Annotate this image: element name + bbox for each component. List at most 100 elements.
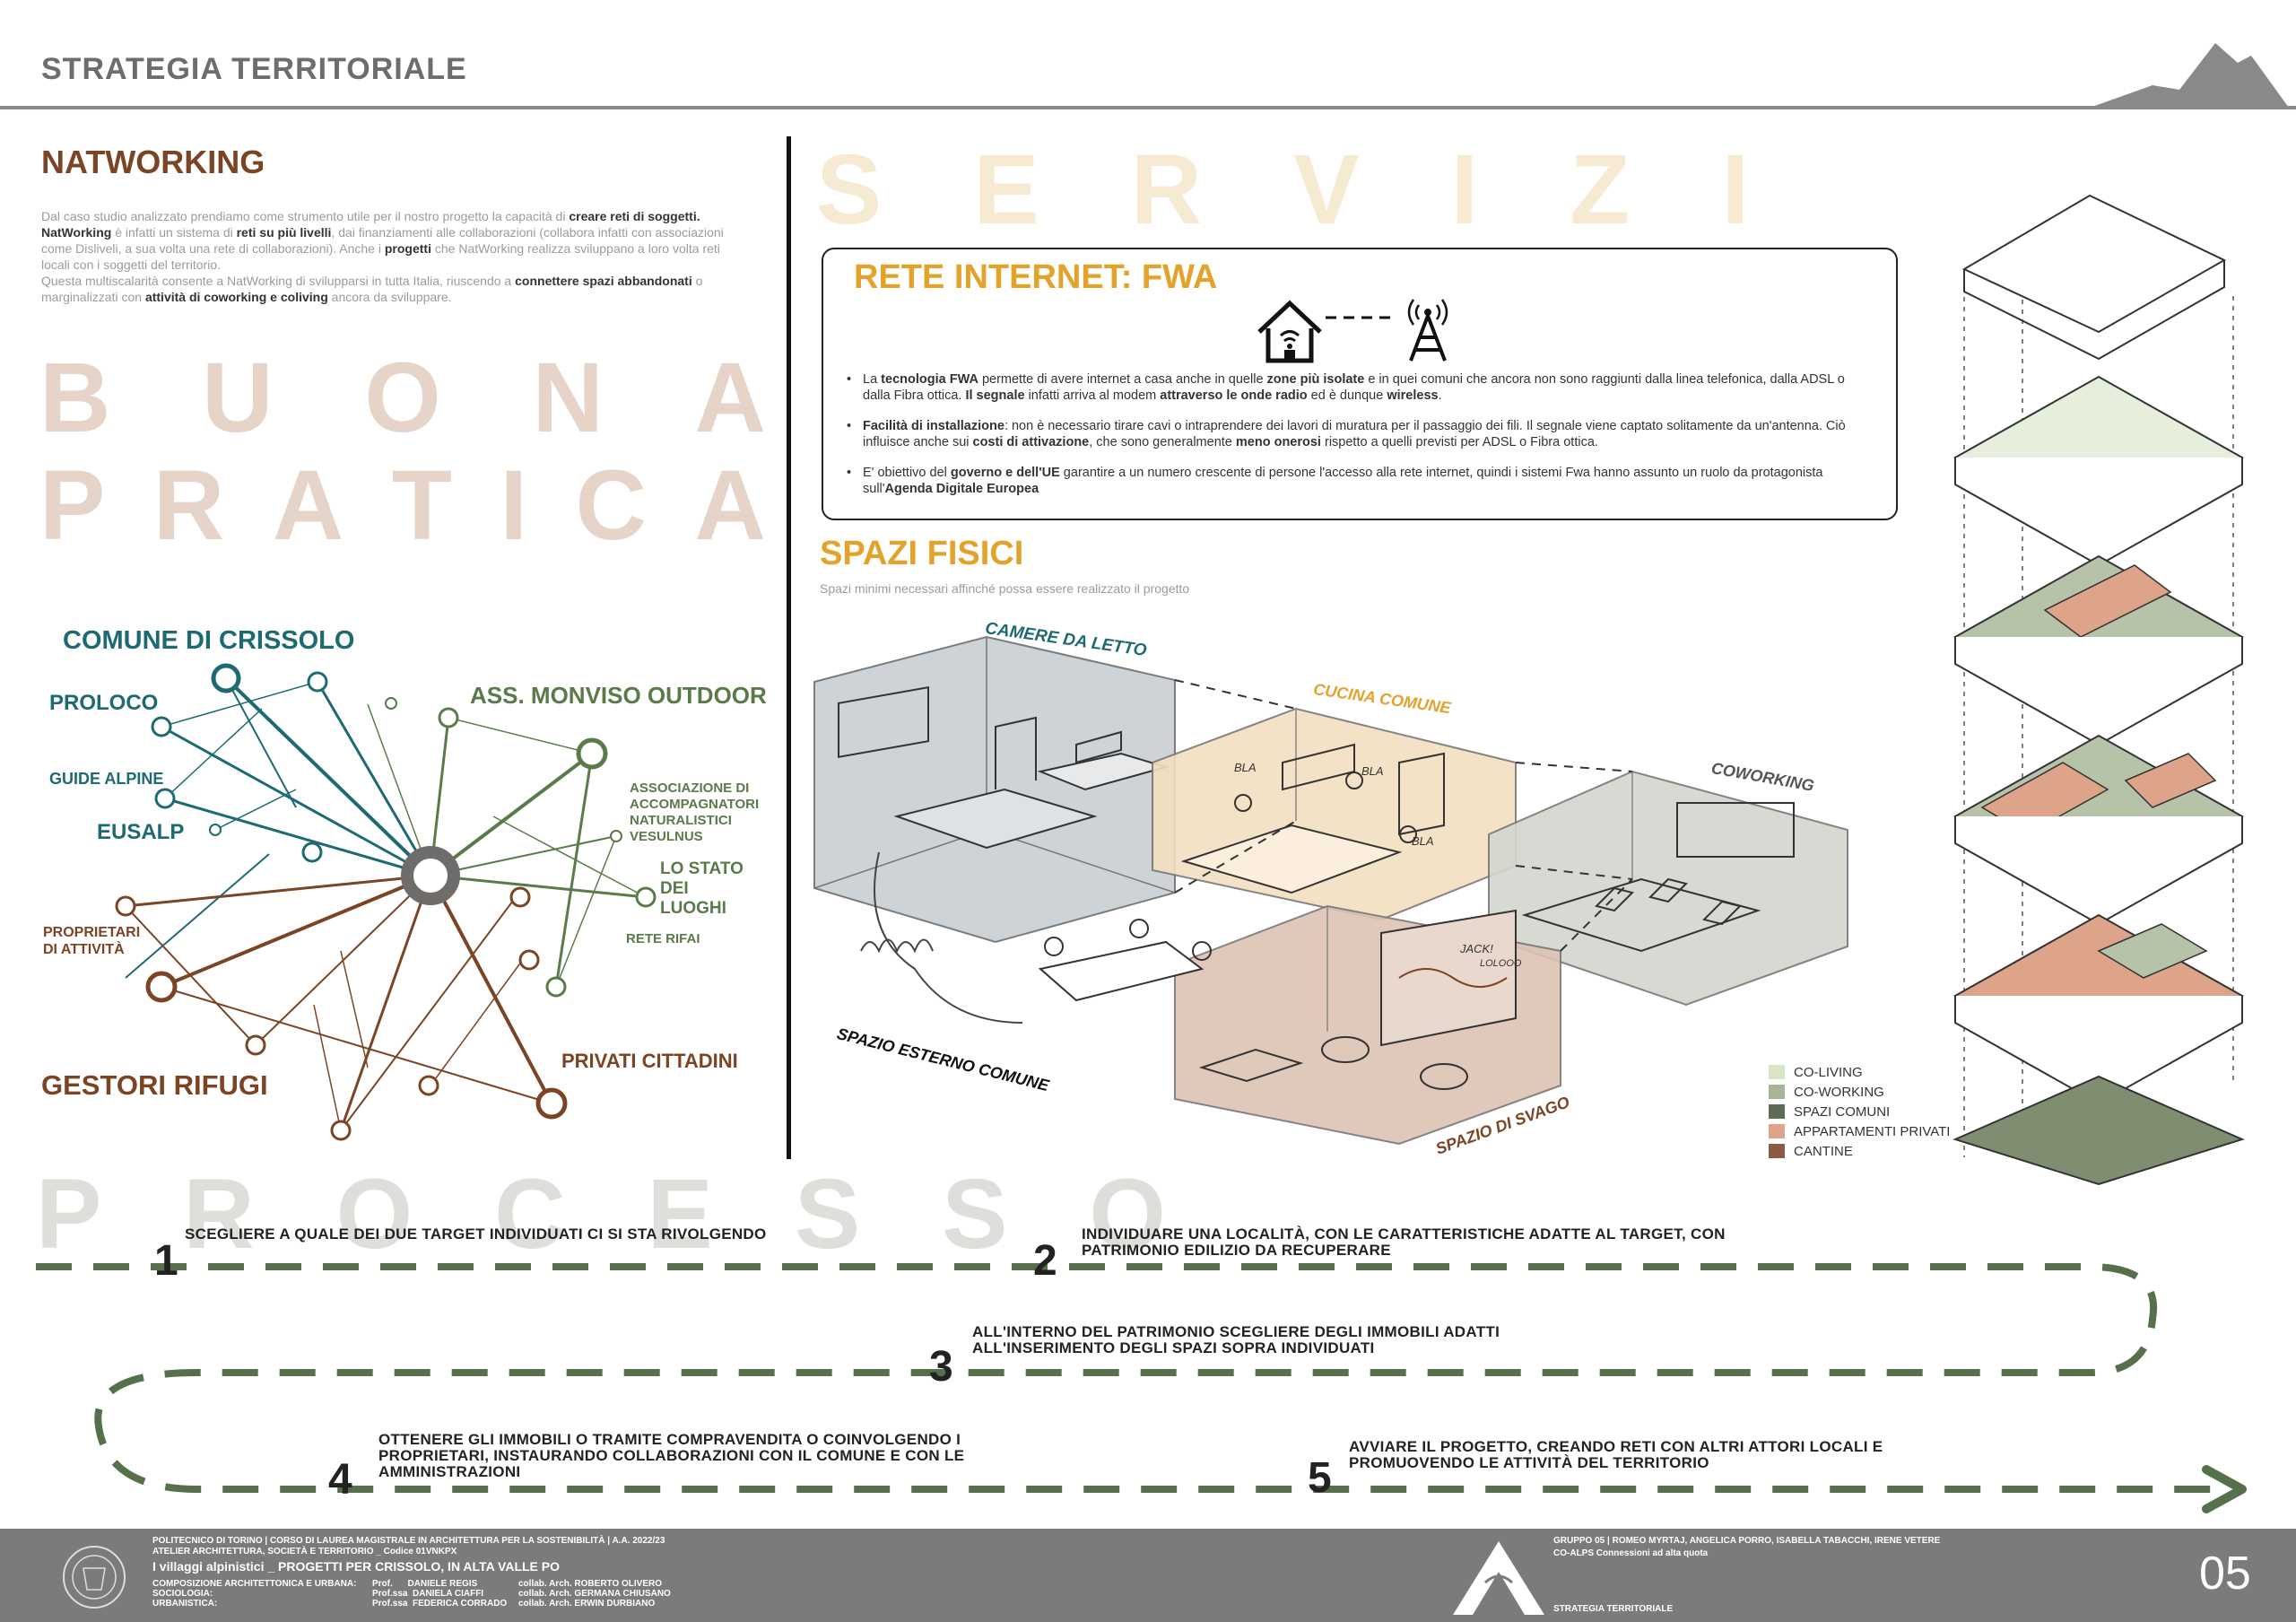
spaces-illustration: [813, 635, 1848, 1146]
step-2-number: 2: [1033, 1237, 1057, 1285]
footer-prof-1: Prof. DANIELE REGIS: [372, 1579, 478, 1589]
label-accompagnatori: ASSOCIAZIONE DI ACCOMPAGNATORI NATURALIS…: [630, 780, 759, 845]
bold-run: meno onerosi: [1235, 435, 1321, 449]
footer-role-1: COMPOSIZIONE ARCHITETTONICA E URBANA:: [152, 1579, 357, 1589]
legend-label: CO-WORKING: [1794, 1084, 1884, 1100]
big-letter: O: [335, 1159, 413, 1269]
fwa-bullet: La tecnologia FWA permette di avere inte…: [843, 371, 1866, 404]
label-accomp-3: NATURALISTICI: [630, 813, 732, 828]
text-run: E' obiettivo del: [863, 466, 951, 480]
big-letter: R: [152, 450, 225, 561]
legend-swatch: [1769, 1104, 1785, 1119]
label-proprietari-line2: DI ATTIVITÀ: [43, 942, 125, 957]
text-run: , che sono generalmente: [1089, 435, 1236, 449]
footer-line1: POLITECNICO DI TORINO | CORSO DI LAUREA …: [152, 1536, 665, 1546]
networking-paragraph: NatWorking è infatti un sistema di reti …: [41, 224, 750, 273]
step-1-number: 1: [154, 1237, 178, 1285]
big-letter: S: [794, 1159, 861, 1269]
label-accomp-4: VESULNUS: [630, 829, 703, 844]
network-nodes: [115, 663, 657, 1141]
sketch-bla-1: BLA: [1234, 761, 1257, 774]
big-letter: B: [39, 343, 111, 453]
legend-swatch: [1769, 1065, 1785, 1079]
fwa-box: [822, 248, 1898, 520]
fwa-bullet: Facilità di installazione: non è necessa…: [843, 418, 1866, 450]
footer-section: STRATEGIA TERRITORIALE: [1553, 1604, 1674, 1614]
text-run: e in quei comuni che ancora non sono rag…: [863, 372, 1845, 403]
label-rifai: RETE RIFAI: [626, 931, 700, 946]
label-stato: LO STATO DEI LUOGHI: [660, 859, 744, 919]
text-run: permette di avere internet a casa anche …: [978, 372, 1267, 387]
legend-swatch: [1769, 1124, 1785, 1138]
text-run: ancora da sviluppare.: [327, 290, 452, 304]
step-4-text: OTTENERE GLI IMMOBILI O TRAMITE COMPRAVE…: [378, 1431, 965, 1480]
step-1-text: SCEGLIERE A QUALE DEI DUE TARGET INDIVID…: [185, 1225, 767, 1243]
networking-text: Dal caso studio analizzato prendiamo com…: [41, 208, 750, 305]
networking-paragraph: Questa multiscalarità consente a NatWork…: [41, 273, 750, 305]
bold-run: Il segnale: [965, 388, 1025, 403]
bold-run: Facilità di installazione: [863, 419, 1004, 433]
text-run: infatti arriva al modem: [1024, 388, 1161, 403]
footer-collabs: collab. Arch. ROBERTO OLIVERO collab. Ar…: [518, 1579, 671, 1609]
bold-run: creare reti di soggetti.: [569, 209, 700, 223]
legend-swatch: [1769, 1085, 1785, 1099]
text-run: rispetto a quelli previsti per ADSL o Fi…: [1320, 435, 1598, 449]
big-letter: N: [532, 343, 604, 453]
step-3-text: ALL'INTERNO DEL PATRIMONIO SCEGLIERE DEG…: [972, 1323, 1500, 1356]
footer-prof-3: Prof.ssa FEDERICA CORRADO: [372, 1599, 508, 1609]
university-seal-icon: [63, 1546, 126, 1609]
big-letter: S: [816, 135, 883, 245]
bold-run: attività di coworking e coliving: [144, 290, 328, 304]
label-privati: PRIVATI CITTADINI: [561, 1050, 738, 1072]
big-letter: O: [364, 343, 441, 453]
process-path: [36, 1263, 2247, 1513]
text-run: Dal caso studio analizzato prendiamo com…: [41, 209, 570, 223]
legend-item: CO-LIVING: [1769, 1062, 1950, 1082]
big-letter: I: [1721, 135, 1749, 245]
text-run: è infatti un sistema di: [111, 225, 237, 240]
footer-group: GRUPPO 05 | ROMEO MYRTAJ, ANGELICA PORRO…: [1553, 1536, 1941, 1546]
legend-swatch: [1769, 1144, 1785, 1158]
sketch-jack: JACK!: [1460, 942, 1493, 955]
label-guide: GUIDE ALPINE: [49, 770, 164, 788]
footer-collab-3: collab. Arch. ERWIN DURBIANO: [518, 1599, 656, 1609]
networking-paragraph: Dal caso studio analizzato prendiamo com…: [41, 208, 750, 224]
bold-run: governo e dell'UE: [950, 466, 1060, 480]
axonometric-floors: [1952, 194, 2245, 1186]
label-stato-2: DEI: [660, 879, 689, 898]
networking-paragraphs: Dal caso studio analizzato prendiamo com…: [41, 208, 750, 305]
footer-roles: COMPOSIZIONE ARCHITETTONICA E URBANA: SO…: [152, 1579, 356, 1609]
networking-title: NATWORKING: [41, 144, 265, 180]
big-letter: E: [973, 135, 1039, 245]
big-letter: C: [575, 450, 647, 561]
legend-label: SPAZI COMUNI: [1794, 1103, 1891, 1120]
footer-prof-2: Prof.ssa DANIELA CIAFFI: [372, 1589, 484, 1599]
node-hub: [401, 846, 460, 905]
big-letter: Z: [1570, 135, 1631, 245]
step-4-number: 4: [328, 1456, 352, 1504]
fwa-title: RETE INTERNET: FWA: [854, 258, 1218, 296]
big-letter: V: [1293, 135, 1360, 245]
footer-collab-2: collab. Arch. GERMANA CHIUSANO: [518, 1589, 671, 1599]
text-run: La: [863, 372, 882, 387]
spazi-subtitle: Spazi minimi necessari affinché possa es…: [820, 581, 1190, 596]
legend-label: CANTINE: [1794, 1143, 1853, 1159]
sketch-bla-3: BLA: [1412, 834, 1434, 848]
text-run: o marginalizzati con: [41, 274, 703, 304]
footer-line2: ATELIER ARCHITETTURA, SOCIETÀ E TERRITOR…: [152, 1547, 457, 1557]
label-comune: COMUNE DI CRISSOLO: [63, 626, 355, 655]
bold-run: attraverso le onde radio: [1160, 388, 1308, 403]
big-letter: P: [36, 1159, 102, 1269]
big-letter: U: [202, 343, 274, 453]
footer: POLITECNICO DI TORINO | CORSO DI LAUREA …: [0, 1529, 2296, 1622]
bold-run: progetti: [384, 241, 431, 256]
footer-profs: Prof. DANIELE REGIS Prof.ssa DANIELA CIA…: [372, 1579, 507, 1609]
label-gestori: GESTORI RIFUGI: [41, 1069, 268, 1101]
label-accomp-1: ASSOCIAZIONE DI: [630, 780, 750, 796]
legend: CO-LIVING CO-WORKING SPAZI COMUNI APPARTAME…: [1769, 1062, 1950, 1161]
text-run: che NatWorking realizza sviluppano a lor…: [41, 241, 720, 272]
legend-label: APPARTAMENTI PRIVATI: [1794, 1123, 1951, 1139]
footer-collab-1: collab. Arch. ROBERTO OLIVERO: [518, 1579, 663, 1589]
